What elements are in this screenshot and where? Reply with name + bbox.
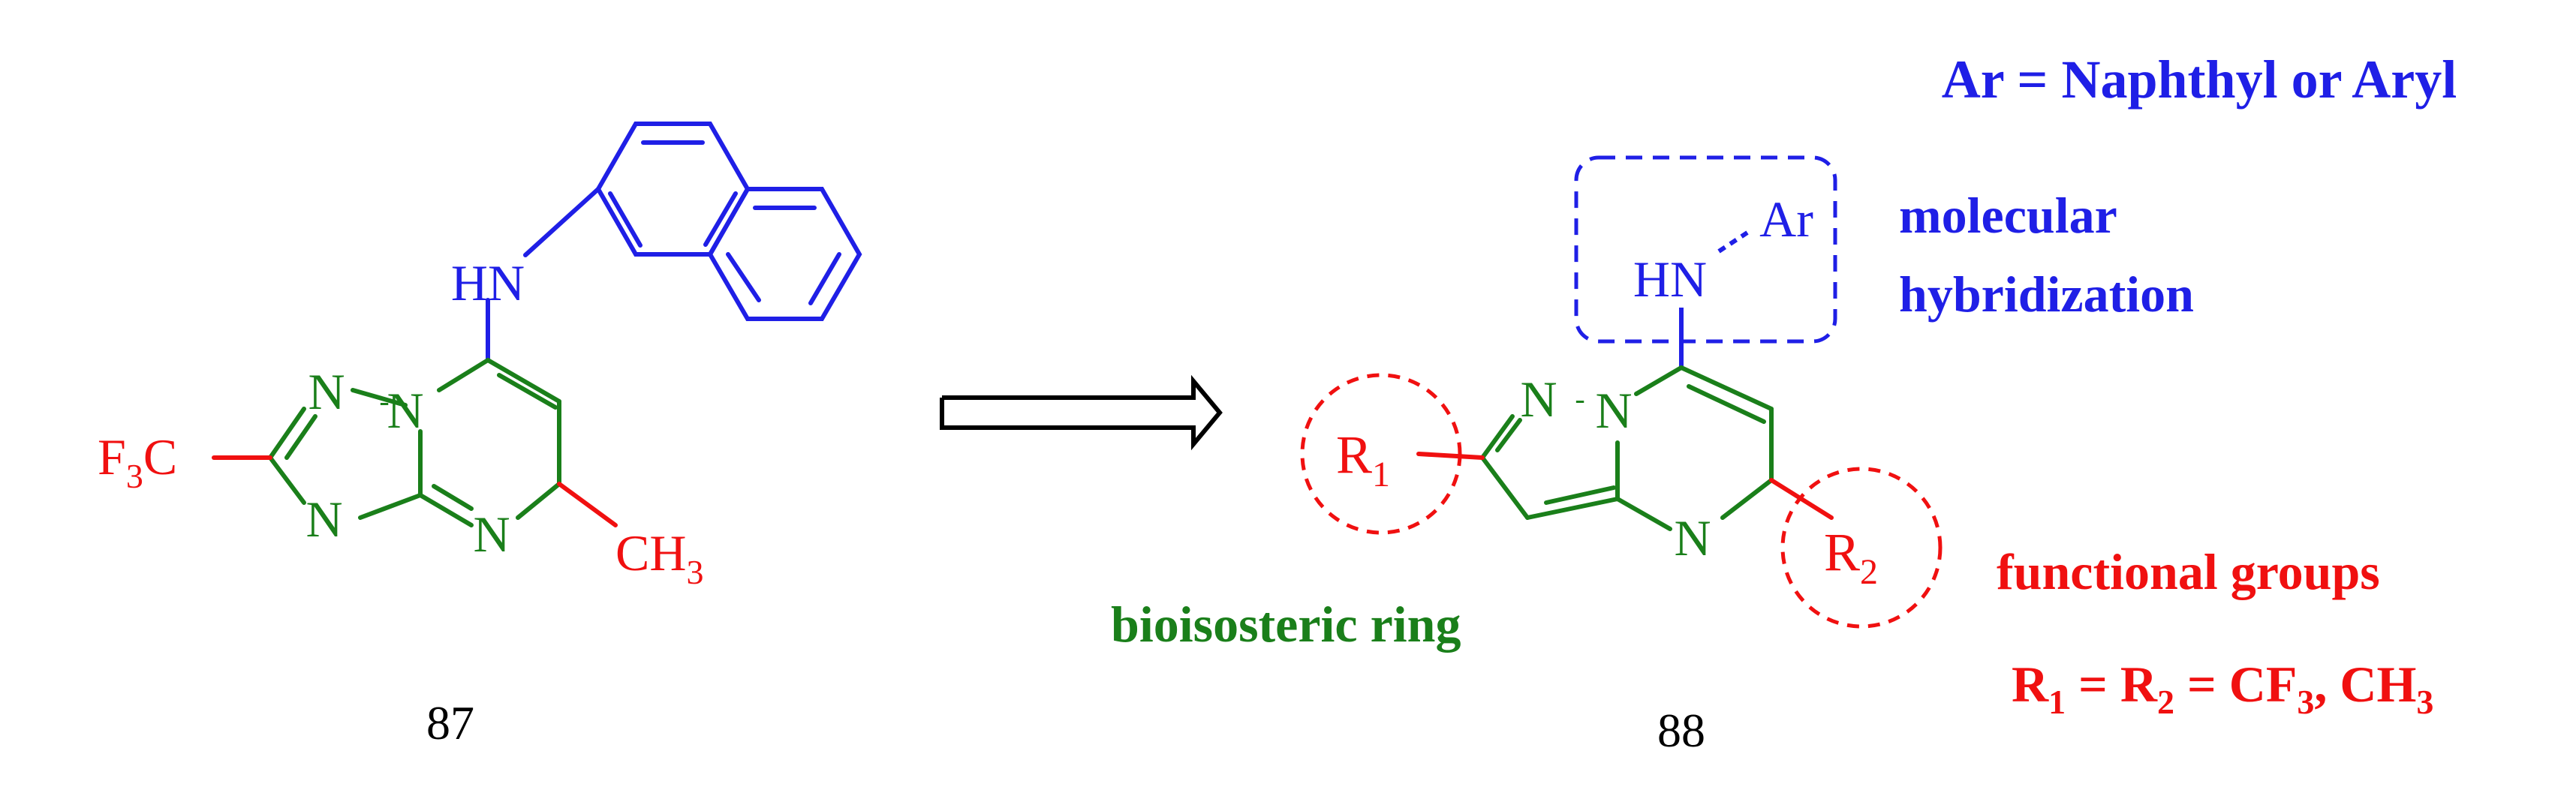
r2-highlight-circle xyxy=(1780,467,1943,629)
bridgehead-n-88: N xyxy=(1595,382,1632,439)
r1-label: R1 xyxy=(1336,425,1390,494)
n-ar-bond-88 xyxy=(1717,230,1749,254)
compound-label-88: 88 xyxy=(1657,704,1705,757)
pyrimidine-n-88: N xyxy=(1674,509,1711,566)
amine-label-87: HN xyxy=(451,254,525,311)
hybridization-line2: hybridization xyxy=(1899,266,2194,323)
compound-88: Ar = Naphthyl or Aryl Ar HN molecular hy… xyxy=(1111,50,2457,757)
hybridization-line1: molecular xyxy=(1899,187,2117,244)
triazole-n1-87: N xyxy=(308,363,345,420)
r2-label: R2 xyxy=(1824,522,1878,592)
bridgehead-n-87: N xyxy=(387,382,423,439)
triazolopyrimidine-core-87 xyxy=(268,358,561,527)
n-n-bond-87: - xyxy=(379,384,389,418)
hybridization-box xyxy=(1574,155,1837,344)
pyrazolopyrimidine-core-88 xyxy=(1480,365,1774,531)
bioisosteric-ring-label: bioisosteric ring xyxy=(1111,596,1461,653)
n-n-bond-88: - xyxy=(1575,382,1584,416)
cf3-group-87: F3C xyxy=(98,428,177,495)
ch3-group-87: CH3 xyxy=(615,524,703,591)
substituents-87 xyxy=(212,455,618,527)
r1-highlight-circle xyxy=(1300,373,1462,535)
compound-87: HN N N N N - F3C CH3 87 xyxy=(98,122,862,749)
functional-groups-label: functional groups xyxy=(1997,543,2380,600)
naphthyl-group-87 xyxy=(486,122,862,362)
amine-label-88: HN xyxy=(1633,251,1707,308)
ar-definition: Ar = Naphthyl or Aryl xyxy=(1942,50,2457,110)
ar-label-88: Ar xyxy=(1759,191,1813,248)
pyrazole-n1-88: N xyxy=(1520,371,1557,428)
compound-label-87: 87 xyxy=(426,696,474,749)
retrosynthetic-arrow xyxy=(940,374,1223,451)
pyrimidine-n-87: N xyxy=(473,506,510,563)
r-group-definition: R1 = R2 = CF3, CH3 xyxy=(2012,656,2433,721)
triazole-n3-87: N xyxy=(305,491,342,548)
